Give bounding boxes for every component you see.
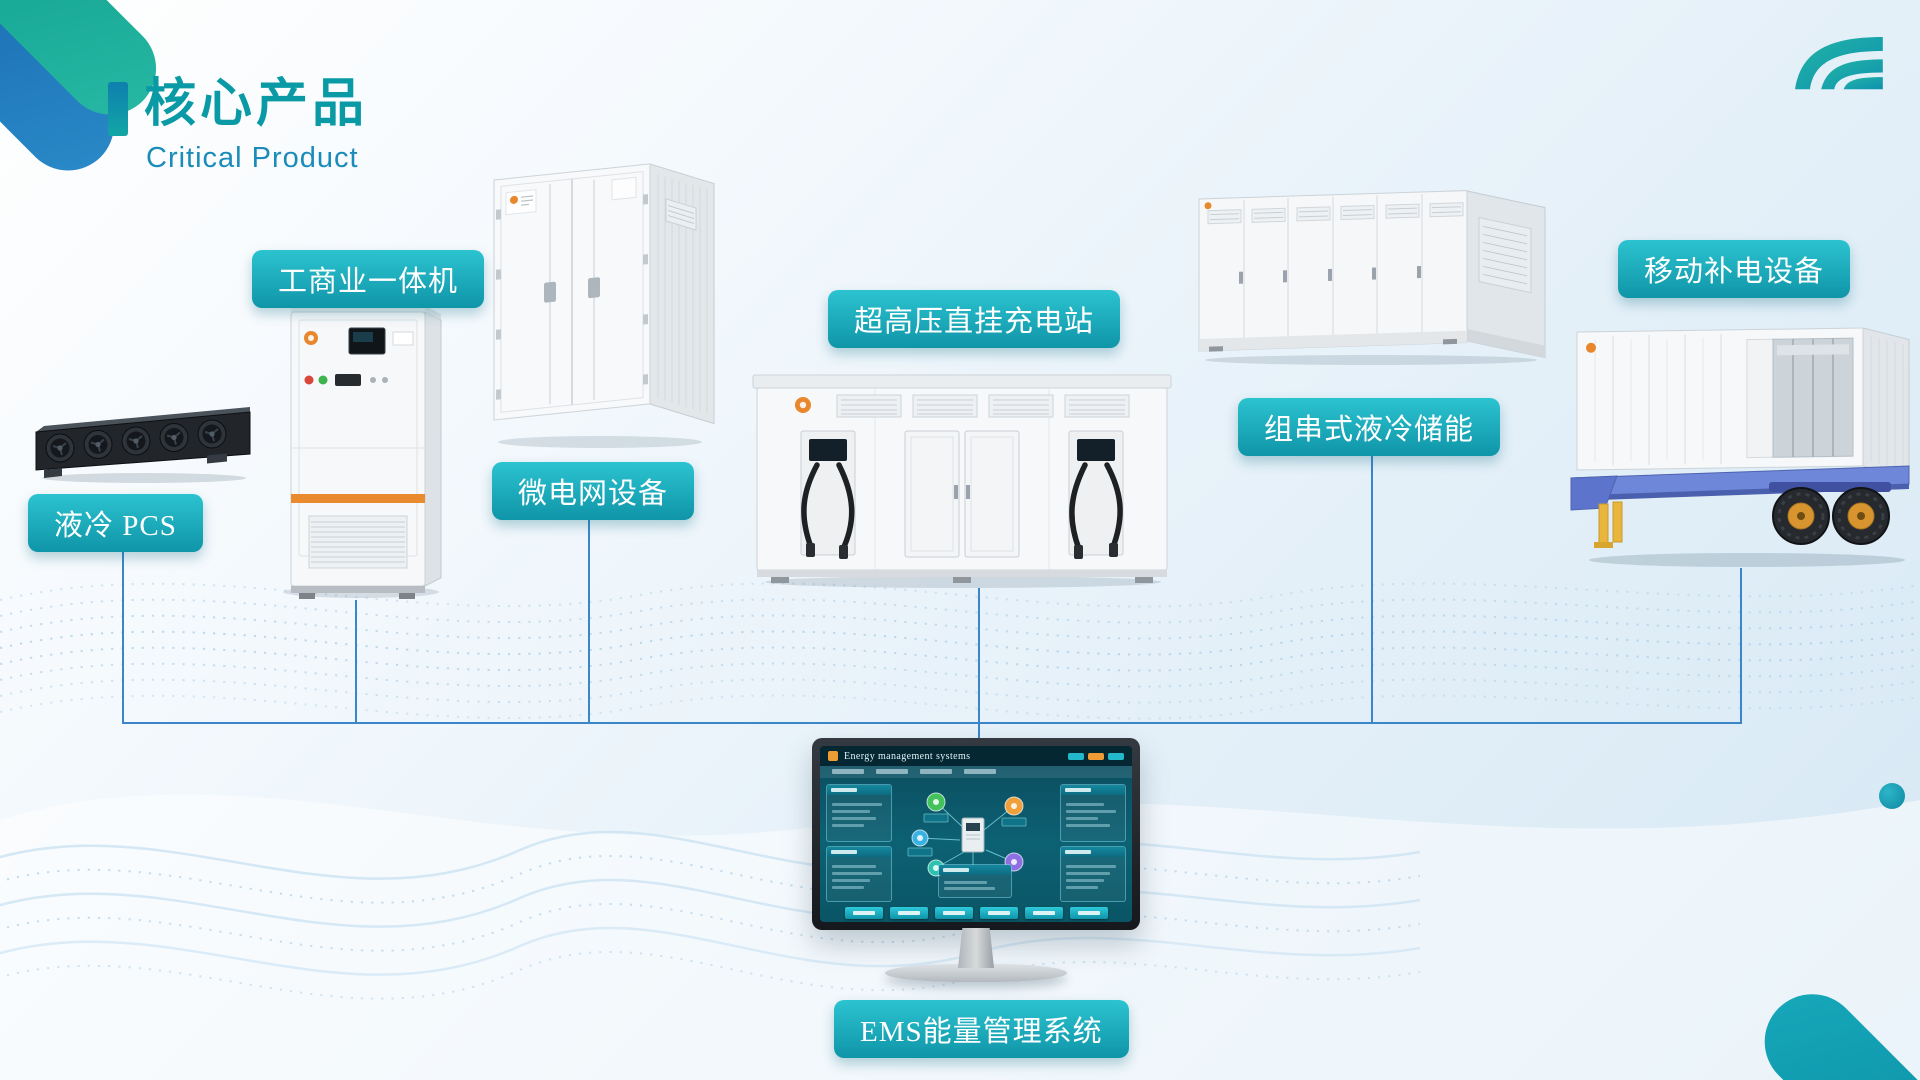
title-accent-bar [108, 82, 128, 136]
connector-line [122, 548, 124, 724]
page-title: 核心产品 [144, 75, 369, 133]
connector-line [1740, 568, 1742, 724]
connector-line [1371, 452, 1373, 724]
mobile-trailer-illustration [1570, 327, 1910, 567]
screen-button [1024, 907, 1063, 919]
orange-brand-dot-icon [1586, 342, 1596, 353]
monitor-frame: Energy management systems [812, 738, 1140, 930]
screen-header-bar: Energy management systems [820, 746, 1132, 766]
teal-dot-decoration [1879, 783, 1905, 809]
connector-bus [122, 722, 1740, 724]
pcs-cabinet-icon [961, 817, 985, 853]
solar-node-icon [926, 792, 946, 812]
charging-station-illustration [752, 374, 1172, 588]
product-label: 超高压直挂充电站 [828, 290, 1121, 348]
monitor-stand-base [885, 964, 1067, 982]
energy-flow-diagram [907, 792, 1027, 877]
screen-button [889, 907, 928, 919]
grid-node-icon [1004, 796, 1024, 816]
cooling-fan-icon [45, 419, 227, 463]
landing-leg-icon [1594, 501, 1623, 548]
screen-panel [826, 846, 892, 902]
charging-cable-icon [1069, 462, 1123, 552]
screen-logo-icon [828, 751, 838, 761]
product-liquid-cooled-pcs [32, 402, 254, 484]
battery-node-icon [911, 829, 929, 847]
product-mobile-recharge-equipment [1565, 308, 1915, 570]
screen-button [844, 907, 883, 919]
screen-button [934, 907, 973, 919]
orange-brand-dot-icon [795, 397, 811, 413]
connector-line [355, 600, 357, 724]
screen-toolbar [820, 766, 1132, 778]
product-label: 移动补电设备 [1618, 240, 1851, 298]
screen-button [979, 907, 1018, 919]
screen-panel [1060, 784, 1126, 842]
product-label: 工商业一体机 [252, 250, 485, 308]
company-logo-icon [1795, 37, 1883, 90]
page-subtitle: Critical Product [146, 142, 359, 174]
orange-brand-dot-icon [1204, 202, 1212, 210]
product-label: 液冷 PCS [28, 494, 203, 552]
screen-panel [938, 864, 1012, 898]
product-microgrid-equipment [488, 158, 718, 450]
all-in-one-cabinet-illustration [283, 306, 442, 599]
ems-label: EMS能量管理系统 [834, 1000, 1129, 1058]
microgrid-container-illustration [493, 163, 715, 448]
slide-header: 核心产品 Critical Product [108, 75, 369, 175]
screen-title: Energy management systems [844, 750, 971, 762]
ems-screen: Energy management systems [820, 746, 1132, 922]
trailer-wheel-icon [1772, 487, 1830, 545]
screen-button-row [820, 907, 1132, 919]
screen-status-chips [1068, 752, 1124, 760]
orange-brand-dot-icon [510, 195, 518, 204]
orange-brand-dot-icon [304, 331, 318, 345]
product-uhv-charging-station [745, 365, 1180, 590]
charging-cable-icon [801, 462, 855, 552]
liquid-cooled-pcs-illustration [35, 407, 251, 483]
string-storage-illustration [1198, 190, 1546, 365]
screen-panel [826, 784, 892, 842]
product-label: 微电网设备 [492, 462, 695, 520]
connector-line [588, 518, 590, 724]
product-label: 组串式液冷储能 [1238, 398, 1501, 456]
product-string-liquid-cooled-storage [1195, 185, 1550, 367]
screen-panel [1060, 846, 1126, 902]
product-commercial-all-in-one [275, 298, 450, 600]
connector-line [978, 588, 980, 746]
ems-monitor: Energy management systems [812, 738, 1140, 982]
monitor-stand-neck [958, 928, 994, 968]
trailer-wheel-icon [1832, 487, 1890, 545]
screen-button [1069, 907, 1108, 919]
